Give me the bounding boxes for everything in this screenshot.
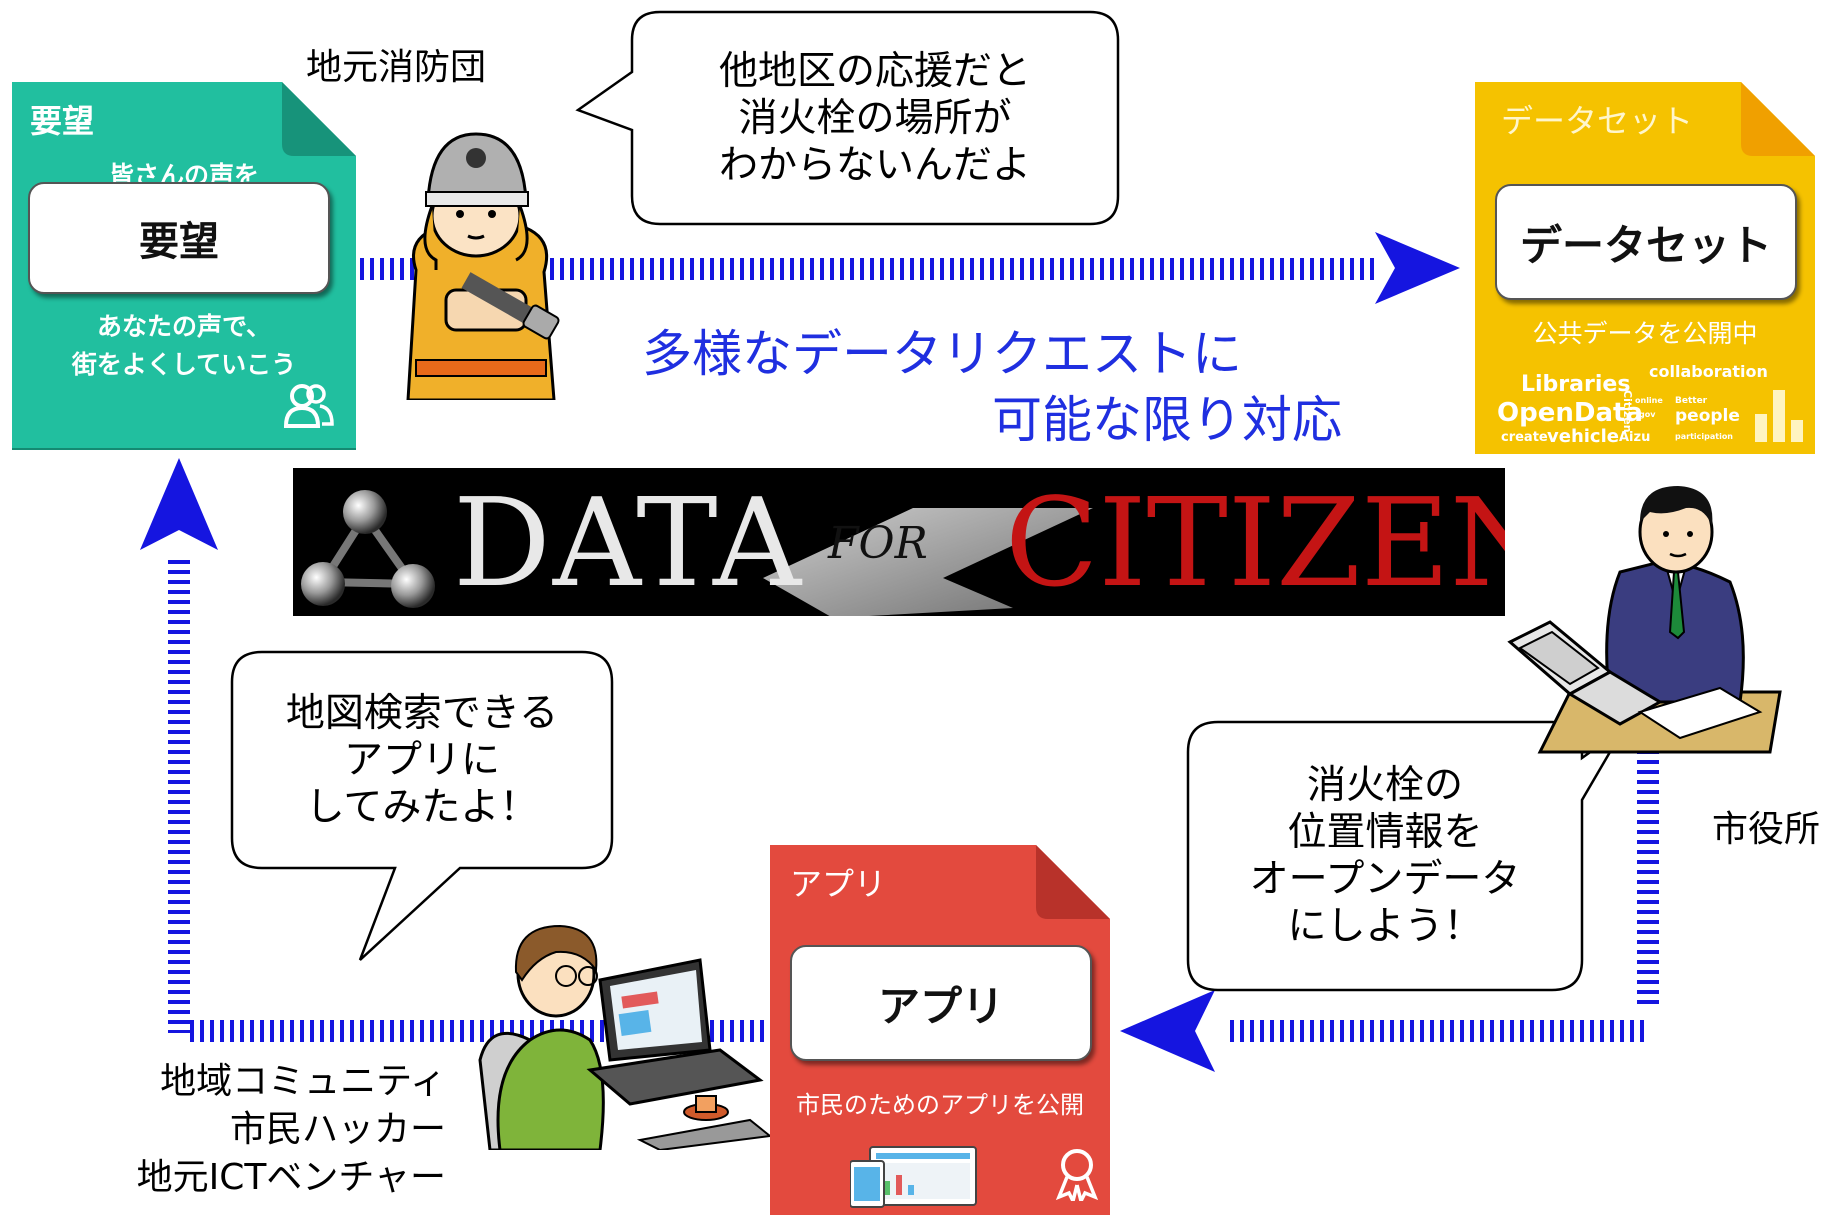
app-card-header: アプリ (790, 865, 887, 903)
community-label: 地域コミュニティ 市民ハッカー 地元ICTベンチャー (136, 1061, 446, 1198)
people-icon (283, 384, 334, 428)
dataset-card-body: 公共データを公開中 (1532, 319, 1758, 348)
logo-word-data: DATA (453, 472, 804, 614)
bubble-community (230, 650, 614, 961)
headline-line-1: 多様なデータリクエストに (642, 325, 1242, 383)
app-title-box[interactable]: アプリ (790, 945, 1092, 1061)
request-card-header: 要望 (30, 102, 95, 140)
app-card: アプリ アプリ 市民のためのアプリを公開 (770, 845, 1110, 1215)
bubble-community-text: 地図検索できる アプリに してみたよ！ (285, 691, 559, 830)
flow-line-top (355, 258, 1375, 280)
headline-line-2: 可能な限り対応 (992, 391, 1342, 449)
logo-diamond (763, 508, 1093, 616)
word-cloud-word: create (1501, 430, 1548, 445)
logo-word-citizen: CITIZEN (1005, 472, 1505, 614)
word-cloud-word: Better (1675, 396, 1708, 406)
flow-line-right (1637, 750, 1659, 1010)
arrow-head-right (1375, 232, 1460, 304)
word-cloud-word: Aizu (1619, 430, 1651, 445)
request-title-box[interactable]: 要望 (28, 182, 330, 294)
request-card: 要望 皆さんの声を 要望 あなたの声で、 街をよくしていこう (12, 82, 356, 450)
bubble-fire-brigade-text: 他地区の応援だと 消火栓の場所が わからないんだよ (718, 49, 1031, 188)
city-hall-worker-illustration (1507, 486, 1782, 754)
molecule-icon (301, 490, 435, 608)
fire-brigade-label: 地元消防団 (306, 47, 487, 88)
request-card-body: あなたの声で、 街をよくしていこう (71, 312, 297, 379)
firefighter-illustration (406, 132, 560, 400)
word-cloud-word: collaboration (1649, 362, 1768, 381)
bar-chart-icon (1755, 390, 1803, 442)
word-cloud-word: Libraries (1521, 372, 1631, 397)
word-cloud-word: people (1675, 406, 1740, 426)
word-cloud-word: online (1635, 396, 1663, 405)
word-cloud-word: gov (1639, 410, 1656, 419)
bubble-fire-brigade (575, 10, 1120, 226)
dataset-title: データセット (1519, 220, 1772, 270)
city-hall-label: 市役所 (1712, 809, 1821, 850)
app-card-body: 市民のためのアプリを公開 (796, 1091, 1084, 1119)
word-cloud-word: OpenData (1497, 398, 1643, 428)
word-cloud-word: vehicle (1547, 426, 1619, 447)
community-person-illustration (478, 924, 770, 1150)
bubble-city-hall-text: 消火栓の 位置情報を オープンデータ にしよう！ (1249, 763, 1521, 949)
dataset-card-header: データセット (1501, 102, 1694, 140)
word-cloud: Libraries collaboration OpenData Citizen… (1485, 350, 1768, 450)
arrow-head-left (1120, 990, 1215, 1072)
flow-line-bottom-right (1225, 1020, 1650, 1042)
data-for-citizen-logo: DATA FOR CITIZEN (293, 468, 1505, 616)
logo-word-for: FOR (828, 518, 928, 569)
request-title: 要望 (139, 219, 219, 265)
award-icon (1055, 1149, 1099, 1201)
flow-line-left (168, 555, 190, 1033)
arrow-head-up (140, 458, 218, 550)
devices-icon (850, 1146, 977, 1208)
dataset-card: データセット データセット 公共データを公開中 Libraries collab… (1475, 82, 1815, 454)
logo-graphics (301, 490, 1093, 616)
word-cloud-word: Citizen (1621, 390, 1634, 433)
dataset-title-box[interactable]: データセット (1495, 184, 1797, 300)
word-cloud-word: participation (1675, 432, 1734, 441)
app-title: アプリ (877, 981, 1004, 1031)
